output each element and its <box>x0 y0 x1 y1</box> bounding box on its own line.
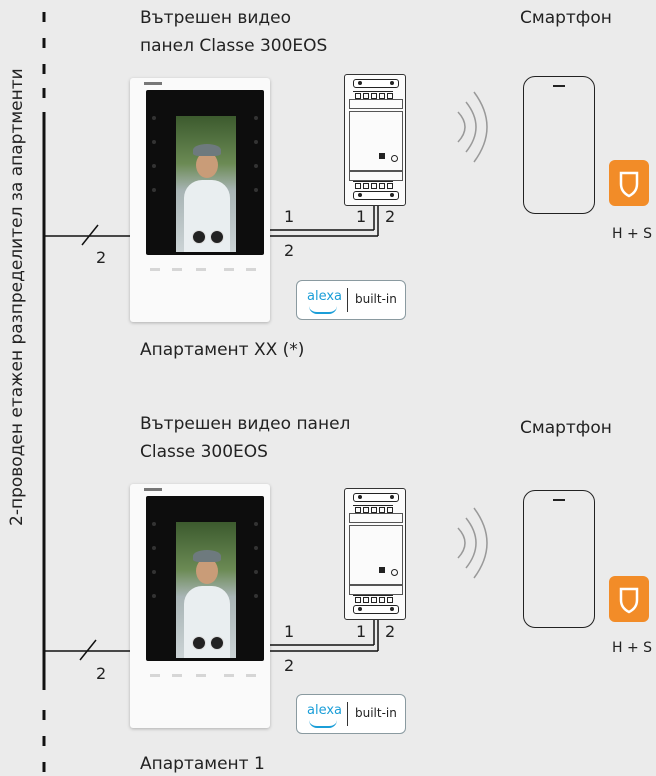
bottom-panel-title-line1: Вътрешен видео панел <box>140 414 351 434</box>
alexa-word: alexa <box>307 289 343 304</box>
panel-front <box>146 496 264 661</box>
top-smartphone-icon <box>523 76 595 214</box>
top-wire-count: 2 <box>96 248 107 267</box>
bottom-terminal-module-1: 1 <box>356 622 367 641</box>
top-shield-app-icon <box>609 160 649 206</box>
bottom-app-label: H + S <box>612 640 653 656</box>
bottom-video-panel <box>130 484 270 728</box>
panel-logo <box>144 82 162 85</box>
bottom-wifi-module <box>344 488 406 620</box>
bottom-terminal-panel-2: 2 <box>284 656 295 675</box>
bottom-alexa-badge: alexa built-in <box>296 694 406 734</box>
top-smartphone-label: Смартфон <box>520 8 612 28</box>
alexa-word: alexa <box>307 703 343 718</box>
alexa-smile-icon <box>309 720 337 728</box>
top-terminal-panel-2: 2 <box>284 241 295 260</box>
top-panel-title-line1: Вътрешен видео <box>140 8 292 28</box>
panel-screen <box>176 522 236 658</box>
top-apartment-label: Апартамент XX (*) <box>140 340 305 360</box>
bottom-panel-title-line2: Classe 300EOS <box>140 442 268 462</box>
wifi-waves-icon <box>457 91 488 163</box>
branch-top-slash <box>81 224 99 246</box>
bottom-shield-app-icon <box>609 576 649 622</box>
bottom-apartment-label: Апартамент 1 <box>140 754 265 774</box>
bottom-terminal-panel-1: 1 <box>284 622 295 641</box>
shield-icon <box>619 171 639 198</box>
bottom-smartphone-label: Смартфон <box>520 418 612 438</box>
alexa-builtin: built-in <box>355 706 397 720</box>
shield-icon <box>619 587 639 614</box>
branch-bottom-slash <box>79 639 97 661</box>
top-wifi-module <box>344 74 406 206</box>
top-panel-title-line2: панел Classe 300EOS <box>140 36 328 56</box>
top-app-label: H + S <box>612 226 653 242</box>
top-terminal-module-1: 1 <box>356 207 367 226</box>
top-terminal-panel-1: 1 <box>284 207 295 226</box>
panel-screen <box>176 116 236 252</box>
bottom-smartphone-icon <box>523 490 595 628</box>
bus-label: 2-проводен етажен разпределител за апарт… <box>7 68 27 526</box>
top-alexa-badge: alexa built-in <box>296 280 406 320</box>
bottom-terminal-module-2: 2 <box>385 622 396 641</box>
wifi-waves-icon-bottom <box>457 507 488 579</box>
alexa-smile-icon <box>309 306 337 314</box>
top-video-panel <box>130 78 270 322</box>
panel-front <box>146 90 264 255</box>
bottom-wire-count: 2 <box>96 664 107 683</box>
panel-logo <box>144 488 162 491</box>
alexa-builtin: built-in <box>355 292 397 306</box>
top-terminal-module-2: 2 <box>385 207 396 226</box>
